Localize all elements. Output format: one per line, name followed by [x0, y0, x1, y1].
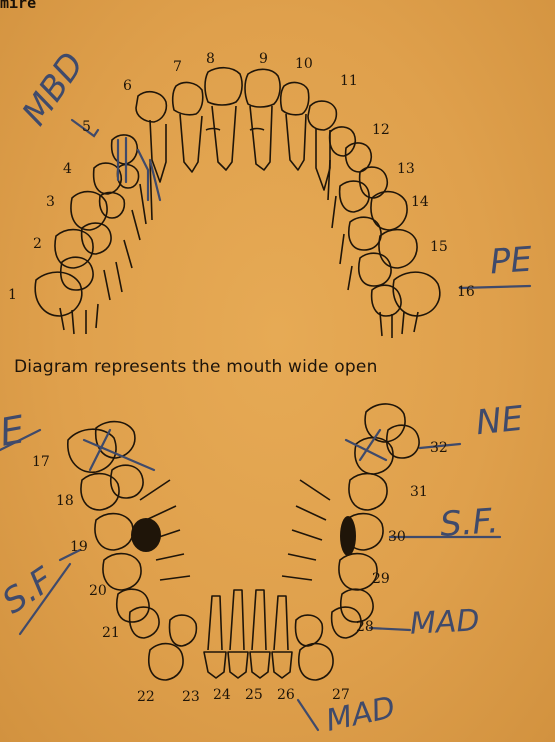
- tooth-number-21: 21: [102, 626, 120, 640]
- tooth-number-5: 5: [82, 120, 91, 134]
- tooth-number-26: 26: [277, 688, 295, 702]
- tooth-number-9: 9: [259, 52, 268, 66]
- tooth-number-19: 19: [70, 540, 88, 554]
- tooth-number-28: 28: [356, 620, 374, 634]
- filled-cavity-right: [340, 516, 356, 556]
- tooth-number-4: 4: [63, 162, 72, 176]
- tooth-number-16: 16: [457, 285, 475, 299]
- annotation-ne: NE: [474, 402, 524, 441]
- tooth-number-8: 8: [206, 52, 215, 66]
- tooth-number-14: 14: [411, 195, 429, 209]
- annotation-sf-right: S.F.: [439, 504, 500, 542]
- annotation-mad-right: MAD: [409, 606, 480, 640]
- tooth-number-1: 1: [8, 288, 17, 302]
- lower-arch-teeth: [68, 404, 419, 680]
- tooth-number-12: 12: [372, 123, 390, 137]
- tooth-number-23: 23: [182, 690, 200, 704]
- tooth-number-24: 24: [213, 688, 231, 702]
- tooth-number-6: 6: [123, 79, 132, 93]
- tooth-number-2: 2: [33, 237, 42, 251]
- tooth-number-11: 11: [340, 74, 358, 88]
- tooth-number-7: 7: [173, 60, 182, 74]
- tooth-number-17: 17: [32, 455, 50, 469]
- tooth-number-29: 29: [372, 572, 390, 586]
- diagram-caption: Diagram represents the mouth wide open: [14, 357, 464, 377]
- tooth-number-25: 25: [245, 688, 263, 702]
- upper-arch-teeth: [35, 68, 440, 338]
- tooth-number-15: 15: [430, 240, 448, 254]
- tooth-number-10: 10: [295, 57, 313, 71]
- tooth-number-22: 22: [137, 690, 155, 704]
- tooth-number-18: 18: [56, 494, 74, 508]
- tooth-number-13: 13: [397, 162, 415, 176]
- tooth-number-30: 30: [388, 530, 406, 544]
- filled-cavity-left: [131, 518, 161, 552]
- tooth-number-31: 31: [410, 485, 428, 499]
- tooth-number-3: 3: [46, 195, 55, 209]
- tooth-number-20: 20: [89, 584, 107, 598]
- annotation-pe: PE: [489, 243, 533, 280]
- tooth-number-32: 32: [430, 441, 448, 455]
